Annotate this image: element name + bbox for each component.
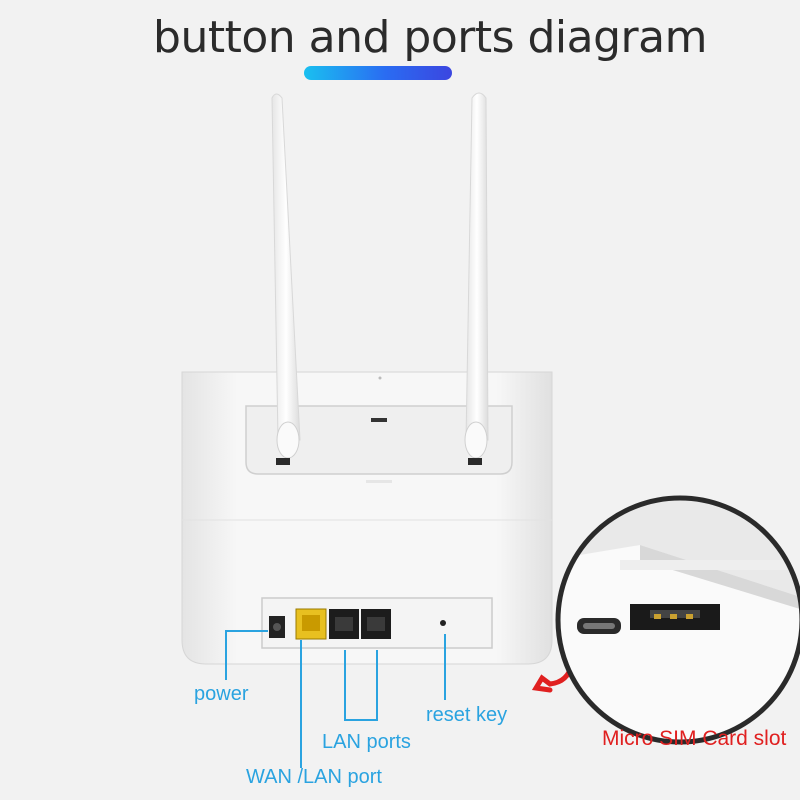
title-accent-bar — [304, 66, 452, 80]
port-panel — [261, 597, 493, 649]
sim-slot-label: Micro SIM Card slot — [602, 727, 787, 750]
lan-port-2-icon — [361, 609, 391, 639]
page-title: button and ports diagram — [153, 12, 707, 63]
sim-slot-zoom — [555, 495, 800, 745]
power-jack-icon — [269, 616, 285, 638]
antenna-right — [464, 92, 489, 465]
reset-key-label: reset key — [426, 704, 508, 726]
antenna-left — [271, 93, 301, 465]
lan-port-1-icon — [329, 609, 359, 639]
router-body — [181, 371, 553, 665]
wan-lan-port-label: WAN /LAN port — [246, 766, 382, 788]
wan-port-icon — [295, 608, 327, 640]
reset-hole-icon — [440, 620, 446, 626]
lan-callout — [344, 650, 378, 721]
power-callout — [225, 630, 268, 680]
lan-ports-label: LAN ports — [322, 731, 411, 753]
power-label: power — [194, 683, 249, 705]
